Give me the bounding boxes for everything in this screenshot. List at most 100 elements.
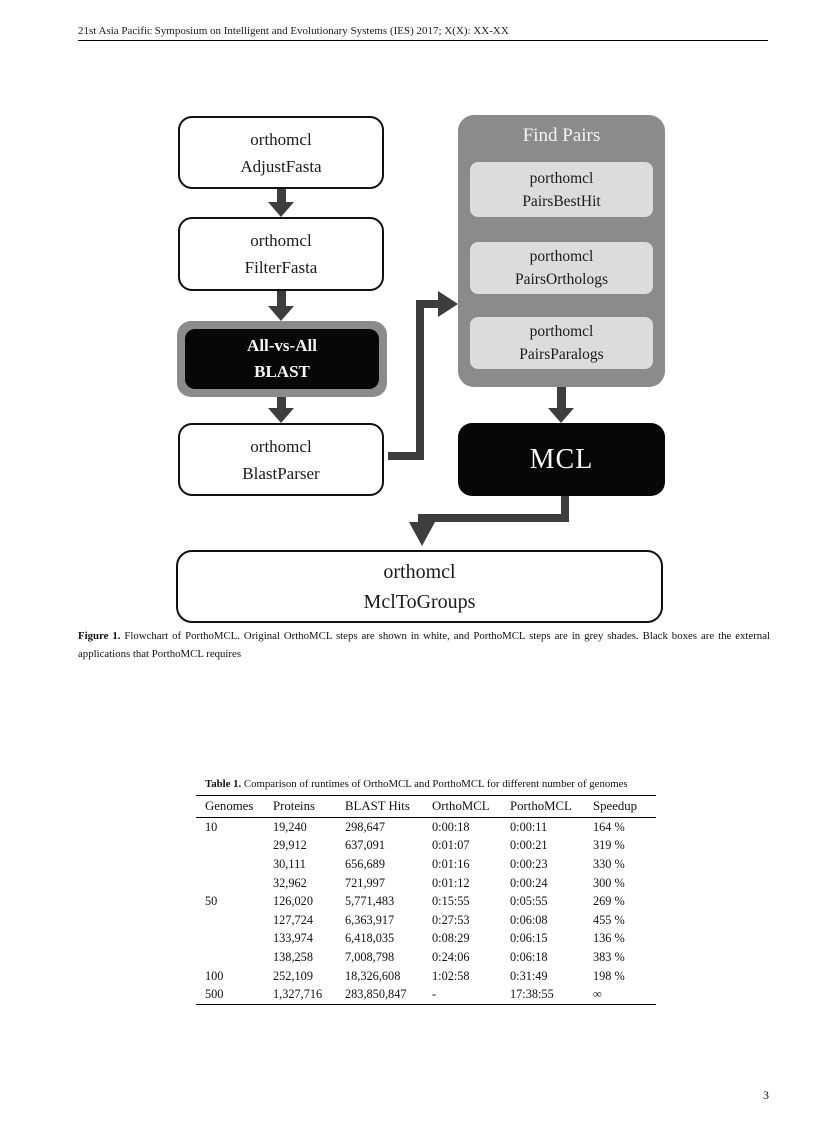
page-number: 3 bbox=[763, 1088, 769, 1102]
flow-node-label: orthomcl bbox=[250, 436, 312, 456]
table-row: 138,258 7,008,798 0:24:06 0:06:18 383 % bbox=[196, 948, 656, 967]
table-cell: 133,974 bbox=[273, 931, 313, 946]
arrow-mcl-elbow-v bbox=[561, 496, 569, 522]
table-cell: 283,850,847 bbox=[345, 987, 407, 1002]
table-cell: 32,962 bbox=[273, 875, 307, 890]
table-cell: 5,771,483 bbox=[345, 894, 395, 909]
table-cell: 6,363,917 bbox=[345, 912, 395, 927]
column-header: Genomes bbox=[205, 799, 254, 813]
table-cell: 6,418,035 bbox=[345, 931, 395, 946]
table-cell bbox=[196, 930, 273, 949]
flow-node-label: BlastParser bbox=[242, 463, 320, 483]
table-cell: 637,091 bbox=[345, 838, 385, 853]
table-cell: 0:06:15 bbox=[510, 931, 548, 946]
table-cell: 330 % bbox=[593, 856, 625, 871]
arrow-parser-elbow-h1 bbox=[388, 452, 424, 460]
arrow-stem bbox=[276, 291, 286, 306]
table-cell: 0:24:06 bbox=[432, 949, 470, 964]
table-cell: 0:00:18 bbox=[432, 819, 470, 834]
table-cell: 138,258 bbox=[273, 949, 313, 964]
table-cell: 17:38:55 bbox=[510, 987, 554, 1002]
arrow-mcl-elbow-h bbox=[418, 514, 569, 522]
arrow-stem bbox=[276, 397, 286, 408]
table-cell: 0:06:08 bbox=[510, 912, 548, 927]
table-cell: 298,647 bbox=[345, 819, 385, 834]
table-cell: 0:01:07 bbox=[432, 838, 470, 853]
table-cell: 7,008,798 bbox=[345, 949, 395, 964]
flow-node-adjustfasta: orthomcl AdjustFasta bbox=[178, 116, 384, 189]
flow-node-blast: All-vs-All BLAST bbox=[177, 321, 387, 397]
arrow-down-icon bbox=[268, 408, 294, 423]
table-cell: 0:08:29 bbox=[432, 931, 470, 946]
table-cell: 100 bbox=[205, 968, 224, 983]
flow-node-label: porthomcl bbox=[529, 248, 594, 265]
runtimes-table: Genomes Proteins BLAST Hits OrthoMCL PorthoM… bbox=[196, 795, 656, 1005]
table-cell: 126,020 bbox=[273, 894, 313, 909]
flow-node-label: PairsOrthologs bbox=[515, 271, 608, 288]
column-header: BLAST Hits bbox=[345, 799, 410, 813]
table-cell: 252,109 bbox=[273, 968, 313, 983]
flow-node-label: porthomcl bbox=[529, 169, 594, 187]
table-cell bbox=[196, 874, 273, 893]
flow-node-label: PairsParalogs bbox=[519, 346, 604, 363]
table-cell: 319 % bbox=[593, 838, 625, 853]
arrow-down-icon bbox=[268, 306, 294, 321]
table-cell: 500 bbox=[205, 987, 224, 1002]
table-cell bbox=[196, 837, 273, 856]
table-cell: 136 % bbox=[593, 931, 625, 946]
flow-node-mcl: MCL bbox=[458, 423, 665, 496]
flow-node-label: BLAST bbox=[254, 362, 310, 381]
flow-node-label: MCL bbox=[529, 443, 594, 475]
column-header: PorthoMCL bbox=[510, 799, 572, 813]
flow-node-label: All-vs-All bbox=[247, 336, 317, 355]
table-cell: 164 % bbox=[593, 819, 625, 834]
flow-node-pairsorthologs: porthomcl PairsOrthologs bbox=[470, 242, 653, 294]
arrow-down-icon bbox=[268, 202, 294, 217]
table-cell: 50 bbox=[205, 894, 218, 909]
table-cell: 0:00:21 bbox=[510, 838, 548, 853]
table-cell: 0:06:18 bbox=[510, 949, 548, 964]
table-cell: 0:01:16 bbox=[432, 856, 470, 871]
table-cell: 1:02:58 bbox=[432, 968, 470, 983]
table-title-label: Table 1. bbox=[205, 778, 242, 790]
column-header: OrthoMCL bbox=[432, 799, 490, 813]
table-cell: 0:00:11 bbox=[510, 819, 548, 834]
table-cell: 198 % bbox=[593, 968, 625, 983]
arrow-adjust-to-filter bbox=[268, 189, 294, 217]
table-cell: ∞ bbox=[593, 987, 602, 1002]
table-cell: 19,240 bbox=[273, 819, 307, 834]
table-cell: 383 % bbox=[593, 949, 625, 964]
arrow-stem bbox=[556, 387, 566, 408]
flow-node-label: orthomcl bbox=[383, 560, 456, 583]
table-block: Table 1. Comparison of runtimes of Ortho… bbox=[196, 778, 656, 1005]
table-cell: 656,689 bbox=[345, 856, 385, 871]
flow-node-label: porthomcl bbox=[529, 323, 594, 340]
running-head-rule bbox=[78, 40, 768, 41]
table-cell: 0:05:55 bbox=[510, 894, 548, 909]
table-cell: 0:27:53 bbox=[432, 912, 470, 927]
table-cell: 29,912 bbox=[273, 838, 307, 853]
table-cell: 0:00:23 bbox=[510, 856, 548, 871]
arrow-stem bbox=[276, 189, 286, 202]
figure-caption: Figure 1. Flowchart of PorthoMCL. Origin… bbox=[78, 628, 770, 663]
findpairs-title: Find Pairs bbox=[522, 125, 601, 146]
table-cell: 0:31:49 bbox=[510, 968, 548, 983]
table-cell: 721,997 bbox=[345, 875, 385, 890]
table-row: 133,974 6,418,035 0:08:29 0:06:15 136 % bbox=[196, 930, 656, 949]
column-header: Proteins bbox=[273, 799, 315, 813]
table-cell: 127,724 bbox=[273, 912, 313, 927]
table-cell: 0:15:55 bbox=[432, 894, 470, 909]
figure-flowchart: orthomcl AdjustFasta orthomcl FilterFast… bbox=[170, 108, 670, 628]
flow-node-label: orthomcl bbox=[250, 129, 312, 149]
table-cell: 0:00:24 bbox=[510, 875, 548, 890]
flow-node-pairsbesthit: porthomcl PairsBestHit bbox=[470, 162, 653, 217]
